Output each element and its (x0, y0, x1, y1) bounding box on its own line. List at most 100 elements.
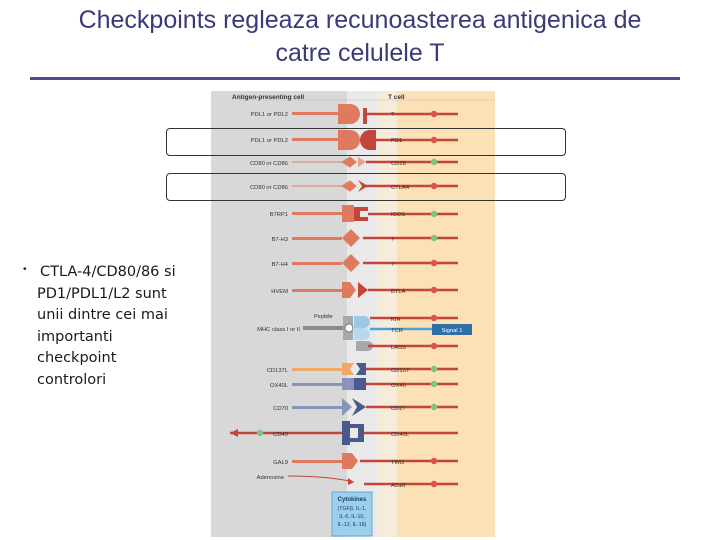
row-mhc-tcr: MHC class I or II Peptide KIR TCR Signal… (257, 314, 472, 351)
cytokines-box: Cytokines (TGFβ, IL-1, IL-6, IL-10, IL-1… (331, 491, 373, 537)
peptide-label: Peptide (314, 314, 333, 320)
receptor-label-kir: KIR (391, 317, 401, 323)
lag3-head (356, 341, 373, 351)
ligand-head (342, 378, 354, 390)
inhibitory-dot (430, 286, 438, 294)
row-cd70-cd27: CD70 CD27 (273, 398, 458, 416)
ligand-stalk (292, 262, 342, 265)
receptor-label-lag3: LAG3 (391, 345, 406, 351)
arrow-right-icon (348, 478, 354, 485)
stimulatory-dot (430, 234, 438, 242)
receptor-label: ICOS (391, 212, 405, 218)
receptor-label: CD137 (391, 368, 409, 374)
ligand-label: PDL1 or PDL2 (251, 138, 288, 144)
inhibitory-dot (430, 182, 438, 190)
ligand-label: HVEM (271, 289, 288, 295)
receptor-head (360, 130, 376, 150)
row-cd80-ctla4: CD80 or CD86 CTLA4 (250, 180, 458, 192)
inhibitory-dot (430, 136, 438, 144)
receptor-head (356, 363, 366, 375)
receptor-label: BTLA (391, 289, 406, 295)
row-pdl-unknown: PDL1 or PDL2 ? (251, 104, 458, 124)
ligand-label: CD80 or CD86 (250, 185, 288, 191)
ligand-stalk (292, 460, 342, 463)
ligand-stalk (292, 368, 342, 371)
receptor-head (358, 157, 366, 167)
ligand-stalk (292, 289, 342, 292)
ligand-label: PDL1 or PDL2 (251, 112, 288, 118)
apc-header: Antigen-presenting cell (232, 94, 304, 101)
row-gal9-tim3: GAL9 TIM3 (273, 453, 458, 469)
ligand-stalk (292, 406, 342, 409)
title-underline (30, 77, 680, 80)
ligand-shape (292, 180, 357, 192)
ligand-label: B7RP1 (270, 212, 288, 218)
ligand-label: MHC class I or II (257, 327, 300, 333)
tcr-alpha (354, 316, 370, 328)
ligand-stalk (292, 383, 342, 386)
ligand-label: Adenosine (257, 475, 284, 481)
receptor-head (354, 378, 366, 390)
ligand-label: B7-H4 (272, 262, 289, 268)
inhibitory-dot (430, 457, 438, 465)
receptor-label-tcr: TCR (391, 328, 403, 334)
receptor-head (350, 424, 364, 442)
mhc-stalk (303, 326, 343, 330)
ligand-label: CD80 or CD86 (250, 161, 288, 167)
ligand-label: B7-H3 (272, 237, 288, 243)
inhibitory-dot (430, 314, 438, 322)
row-hvem-btla: HVEM BTLA (271, 282, 458, 298)
peptide-icon (344, 323, 354, 333)
ligand-label: OX40L (270, 383, 289, 389)
ligand-label: CD70 (273, 406, 288, 412)
stimulatory-dot (430, 380, 438, 388)
slide-title: Checkpoints regleaza recunoasterea antig… (20, 4, 700, 70)
receptor-label: TIM3 (391, 460, 404, 466)
bullet-text: CTLA-4/CD80/86 si PD1/PDL1/L2 sunt unii … (37, 264, 176, 388)
inhibitory-dot (430, 110, 438, 118)
receptor-label: PD1 (391, 138, 402, 144)
receptor-label: ? (391, 237, 395, 243)
ligand-head (342, 254, 360, 272)
stimulatory-dot (430, 365, 438, 373)
inhibitory-dot (430, 259, 438, 267)
row-pdl-pd1: PDL1 or PDL2 PD1 (251, 130, 458, 150)
signal1-label: Signal 1 (442, 328, 463, 334)
row-adenosine-a2ar: Adenosine A2aR (257, 475, 458, 489)
cytokines-line-1: (TGFβ, IL-1, (338, 506, 367, 512)
ligand-head (342, 205, 354, 222)
ligand-stalk (292, 112, 338, 115)
row-cd80-cd28: CD80 or CD86 CD28 (250, 156, 458, 168)
ligand-head (338, 130, 360, 150)
signal1-badge (432, 324, 472, 335)
inhibitory-dot (430, 480, 438, 488)
stimulatory-dot (430, 403, 438, 411)
checkpoint-diagram: Antigen-presenting cell T cell PDL1 or P… (208, 88, 498, 540)
row-cd137l-cd137: CD137L CD137 (267, 363, 458, 375)
highlight-box-pd1 (166, 128, 566, 156)
ligand-head (342, 421, 350, 445)
ligand-stalk (292, 237, 342, 240)
tcell-membrane-region (377, 91, 397, 537)
ligand-shape (292, 156, 357, 168)
receptor-label: CD40L (391, 432, 410, 438)
cytokines-background (331, 491, 373, 537)
tcell-header: T cell (388, 94, 405, 101)
ligand-label: CD137L (267, 368, 289, 374)
tcell-region (397, 91, 495, 537)
receptor-head (358, 180, 368, 192)
bullet-marker: • (23, 264, 27, 275)
stimulatory-dot (430, 158, 438, 166)
highlight-box-ctla4 (166, 173, 566, 201)
ligand-head (342, 398, 352, 416)
tcr-beta (354, 328, 370, 340)
receptor-label: CTLA4 (391, 185, 410, 191)
receptor-head (354, 207, 368, 221)
ligand-head (342, 229, 360, 247)
cytokines-title: Cytokines (338, 497, 367, 503)
receptor-head (358, 282, 368, 298)
ligand-head (342, 282, 356, 298)
receptor-label: ? (391, 262, 395, 268)
ligand-stalk (292, 212, 342, 215)
receptor-label: A2aR (391, 483, 406, 489)
